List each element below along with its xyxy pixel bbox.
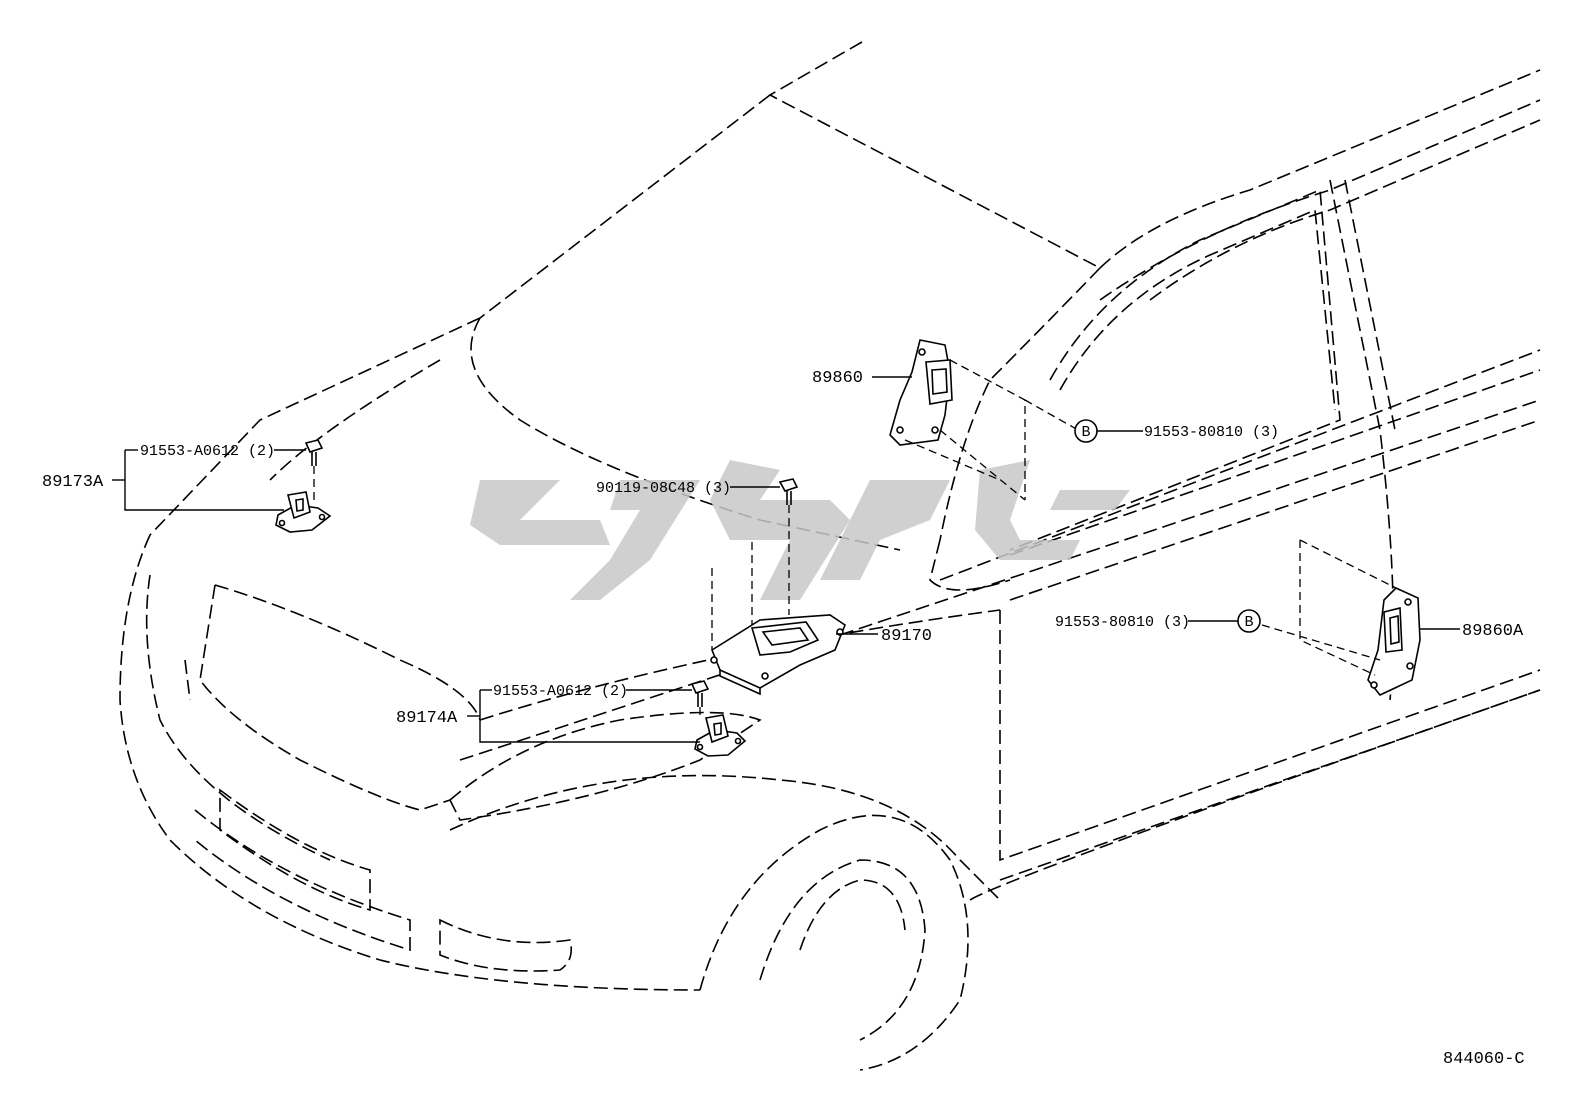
sensor-89173A	[275, 491, 332, 533]
sensor-89174A	[694, 714, 747, 757]
label-91553-A0612-lower: 91553-A0612 (2)	[493, 683, 628, 700]
bolt-lower-left	[690, 680, 710, 707]
bolt-ecu	[778, 478, 799, 505]
label-91553-80810-upper: 91553-80810 (3)	[1144, 424, 1279, 441]
leader-lines	[112, 376, 1460, 743]
side-sensor-89860	[889, 339, 953, 446]
svg-text:B: B	[1081, 424, 1090, 441]
label-91553-80810-lower: 91553-80810 (3)	[1055, 614, 1190, 631]
marker-b-lower: B	[1237, 609, 1261, 633]
guide-89860A-b	[1299, 540, 1376, 676]
guide-89860A-bolt	[1261, 624, 1381, 661]
label-89173A: 89173A	[42, 473, 104, 492]
guide-89860-c	[904, 439, 1001, 481]
guide-89860-bolt	[1024, 399, 1079, 431]
label-89174A: 89174A	[396, 709, 458, 728]
side-sensor-89860A	[1367, 587, 1421, 696]
label-89860: 89860	[812, 369, 863, 388]
ecu-89170	[710, 614, 846, 696]
label-90119-08C48: 90119-08C48 (3)	[596, 480, 731, 497]
marker-b-upper: B	[1074, 419, 1098, 443]
label-89860A: 89860A	[1462, 622, 1524, 641]
vehicle-outline	[119, 41, 1541, 1071]
guide-89860A-a	[1299, 539, 1401, 591]
label-89170: 89170	[881, 627, 932, 646]
bolt-upper-left	[304, 439, 324, 466]
guide-89860-b	[939, 429, 1026, 501]
figure-code: 844060-C	[1443, 1050, 1525, 1069]
label-91553-A0612-upper: 91553-A0612 (2)	[140, 443, 275, 460]
svg-text:B: B	[1244, 614, 1253, 631]
watermark-logo	[470, 460, 1130, 600]
